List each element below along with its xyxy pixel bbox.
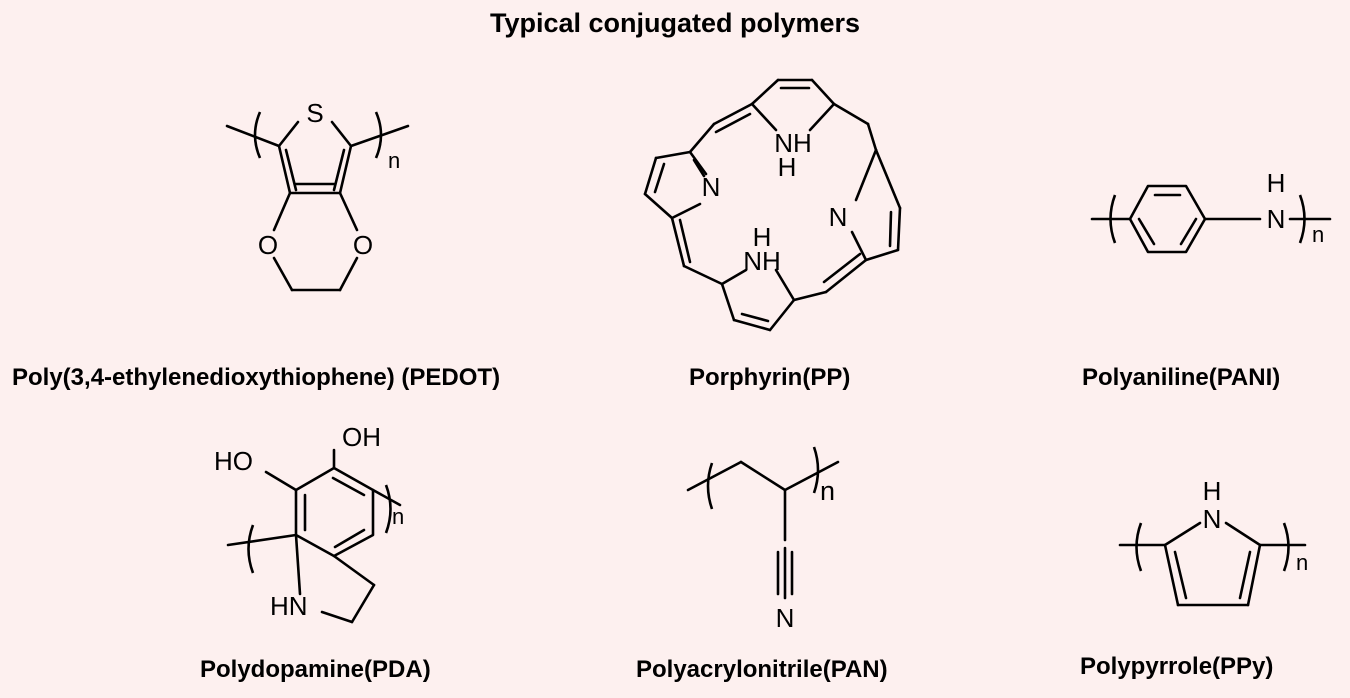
hydrogen-top: H xyxy=(778,152,797,182)
nitrogen-left: N xyxy=(702,172,721,202)
hydroxyl-left: HO xyxy=(214,446,253,476)
hydrogen-atom: H xyxy=(1203,476,1222,506)
nitrile-nitrogen: N xyxy=(776,603,795,633)
ppy-label: Polypyrrole(PPy) xyxy=(1080,653,1274,680)
hydrogen-bottom: H xyxy=(753,222,772,252)
pani-label: Polyaniline(PANI) xyxy=(1082,364,1281,391)
repeat-n: n xyxy=(392,504,404,529)
porphyrin-label: Porphyrin(PP) xyxy=(689,364,851,391)
sulfur-atom: S xyxy=(306,98,323,128)
diagram-title: Typical conjugated polymers xyxy=(489,8,861,38)
nitrogen-right: N xyxy=(829,202,848,232)
pan-label: Polyacrylonitrile(PAN) xyxy=(636,656,888,683)
pyrrole-nh-top: NH xyxy=(774,128,812,158)
pda-label: Polydopamine(PDA) xyxy=(200,656,431,683)
pyrrole-nh-bottom: NH xyxy=(743,246,781,276)
nitrogen-atom: N xyxy=(1267,204,1286,234)
hydroxyl-top: OH xyxy=(342,422,381,452)
nitrogen-atom: N xyxy=(1203,504,1222,534)
repeat-n: n xyxy=(820,476,835,506)
oxygen-atom-left: O xyxy=(258,230,278,260)
oxygen-atom-right: O xyxy=(353,230,373,260)
amine-hn: HN xyxy=(270,591,308,621)
pedot-label: Poly(3,4-ethylenedioxythiophene) (PEDOT) xyxy=(12,364,501,391)
repeat-n: n xyxy=(1312,222,1324,247)
hydrogen-atom: H xyxy=(1267,168,1286,198)
repeat-n: n xyxy=(1296,550,1308,575)
repeat-n: n xyxy=(388,148,400,173)
